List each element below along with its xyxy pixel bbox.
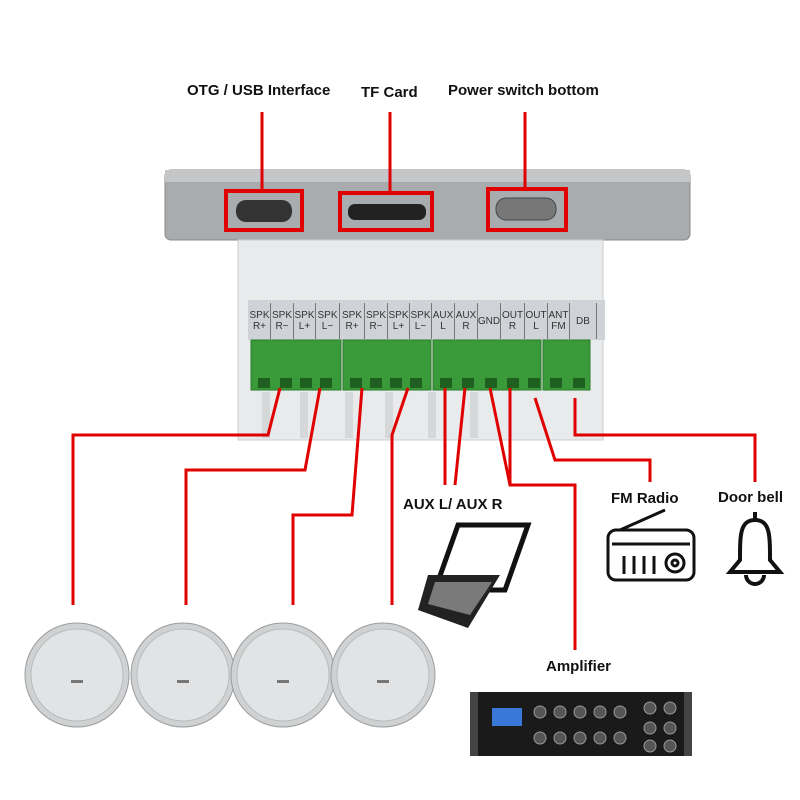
amplifier-knob	[573, 731, 587, 745]
terminal-label-text: GND	[477, 315, 501, 327]
wires	[71, 112, 757, 650]
amplifier-knob	[643, 721, 657, 735]
terminal-label: GND	[478, 303, 501, 339]
tf-card-slot	[348, 204, 426, 220]
amplifier-knob	[613, 731, 627, 745]
terminal-screw-hole	[550, 378, 562, 388]
terminal-screw-hole	[462, 378, 474, 388]
amplifier-knob	[643, 739, 657, 753]
ceiling-speaker-icon	[130, 622, 236, 728]
terminal-label-text: DB	[576, 315, 590, 327]
amplifier-knob	[663, 739, 677, 753]
amplifier-knob	[663, 701, 677, 715]
door-bell-icon	[725, 512, 785, 586]
amplifier-knob	[593, 705, 607, 719]
amplifier-knob	[593, 731, 607, 745]
terminal-label: DB	[570, 303, 597, 339]
terminal-screw-hole	[320, 378, 332, 388]
amplifier-knob	[663, 721, 677, 735]
otg-usb-label: OTG / USB Interface	[187, 82, 331, 99]
ceiling-speaker-icon	[230, 622, 336, 728]
fm-radio-label: FM Radio	[611, 490, 679, 507]
amplifier-knob	[643, 701, 657, 715]
amplifier-icon	[470, 692, 692, 756]
terminal-screw-hole	[485, 378, 497, 388]
terminal-screw-hole	[280, 378, 292, 388]
terminal-screw-hole	[440, 378, 452, 388]
tf-card-label: TF Card	[361, 84, 418, 101]
terminal-screw-hole	[390, 378, 402, 388]
terminal-screw-hole	[507, 378, 519, 388]
amplifier-knob	[573, 705, 587, 719]
ceiling-speaker-icon	[24, 622, 130, 728]
door-bell-label: Door bell	[718, 489, 784, 506]
terminal-screw-hole	[350, 378, 362, 388]
laptop-icon	[418, 522, 532, 628]
power-switch	[495, 197, 557, 221]
fm-radio-icon	[606, 508, 696, 582]
power-switch-label: Power switch bottom	[448, 82, 599, 99]
amplifier-knob	[553, 731, 567, 745]
ceiling-speaker-icon	[330, 622, 436, 728]
amplifier-label: Amplifier	[546, 658, 612, 675]
amplifier-knob	[533, 731, 547, 745]
terminal-screw-hole	[370, 378, 382, 388]
amplifier-knob	[533, 705, 547, 719]
amplifier-knob	[613, 705, 627, 719]
usb-port	[236, 200, 292, 222]
amplifier-knob	[553, 705, 567, 719]
terminal-screw-hole	[573, 378, 585, 388]
terminal-screw-hole	[258, 378, 270, 388]
terminal-screw-hole	[300, 378, 312, 388]
aux-label: AUX L/ AUX R	[403, 496, 503, 513]
terminal-screw-hole	[528, 378, 540, 388]
terminal-screw-hole	[410, 378, 422, 388]
